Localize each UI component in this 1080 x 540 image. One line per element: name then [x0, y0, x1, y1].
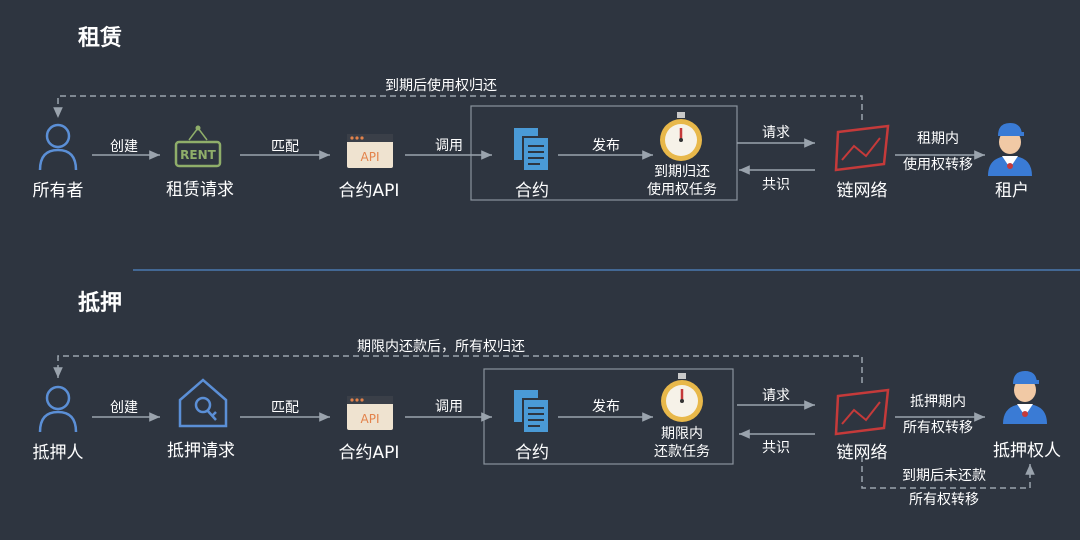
rent-loop-arrow	[53, 95, 863, 120]
svg-text:API: API	[361, 150, 380, 164]
rent-section-title: 租赁	[78, 26, 123, 51]
rent-contract-doc-icon	[514, 128, 548, 170]
rent-request-label: 租赁请求	[166, 180, 234, 200]
pledge-loop-arrow	[53, 355, 863, 383]
pledge-api-label: 合约API	[338, 443, 400, 463]
rent-publish-label: 发布	[592, 138, 620, 154]
rent-api-browser-icon: API	[347, 134, 393, 168]
pledge-call-label: 调用	[435, 399, 463, 415]
rent-tenant-avatar-icon	[988, 123, 1032, 176]
pledge-contract-label: 合约	[515, 443, 549, 463]
pledge-task-label: 期限内 还款任务	[654, 425, 710, 461]
pledge-default-label: 到期后未还款 所有权转移	[902, 467, 986, 509]
pledge-transfer-label: 抵押期内 所有权转移	[903, 393, 973, 437]
pledge-contract-doc-icon	[514, 390, 548, 432]
pledge-pledger-person-icon	[38, 385, 78, 433]
rent-contract-box	[470, 105, 738, 201]
rent-api-label: 合约API	[338, 181, 400, 201]
pledge-chain-label: 链网络	[836, 443, 888, 463]
pledge-default-loop-arrow	[861, 456, 1035, 489]
rent-stopwatch-icon	[660, 112, 702, 161]
pledge-match-label: 匹配	[271, 400, 299, 416]
rent-owner-person-icon	[38, 123, 78, 171]
pledge-stopwatch-icon	[661, 373, 703, 422]
rent-transfer-line1: 租期内	[917, 131, 959, 147]
pledge-task-line2: 还款任务	[654, 444, 710, 460]
rent-task-line1: 到期归还	[654, 164, 710, 180]
pledge-house-key-icon	[178, 378, 228, 428]
svg-text:API: API	[361, 412, 380, 426]
pledge-api-browser-icon: API	[347, 396, 393, 430]
pledge-default-line2: 所有权转移	[909, 492, 979, 508]
rent-tenant-label: 租户	[995, 181, 1029, 201]
pledge-transfer-line2: 所有权转移	[903, 420, 973, 436]
rent-task-line2: 使用权任务	[647, 182, 717, 198]
pledge-request-label: 抵押请求	[167, 441, 235, 461]
pledge-pledgee-avatar-icon	[1003, 371, 1047, 424]
rent-transfer-label: 租期内 使用权转移	[903, 130, 973, 174]
pledge-create-label: 创建	[110, 400, 138, 416]
pledge-loop-label: 期限内还款后，所有权归还	[357, 339, 525, 355]
rent-transfer-line2: 使用权转移	[903, 157, 973, 173]
rent-sign-icon: RENT	[174, 125, 222, 168]
rent-call-label: 调用	[435, 138, 463, 154]
pledge-consensus-label: 共识	[762, 440, 790, 456]
rent-chain-network-icon	[834, 124, 890, 172]
rent-match-label: 匹配	[271, 139, 299, 155]
pledge-request-edge-label: 请求	[762, 388, 790, 404]
rent-consensus-label: 共识	[762, 177, 790, 193]
pledge-chain-network-icon	[834, 388, 890, 436]
rent-create-label: 创建	[110, 139, 138, 155]
rent-owner-label: 所有者	[32, 181, 84, 201]
pledge-task-line1: 期限内	[661, 426, 703, 442]
rent-task-label: 到期归还 使用权任务	[647, 163, 717, 199]
pledge-pledgee-label: 抵押权人	[993, 441, 1061, 461]
pledge-pledger-label: 抵押人	[32, 443, 84, 463]
rent-request-edge-label: 请求	[762, 125, 790, 141]
rent-chain-label: 链网络	[836, 181, 888, 201]
pledge-transfer-line1: 抵押期内	[910, 394, 966, 410]
rent-contract-label: 合约	[515, 181, 549, 201]
pledge-default-line1: 到期后未还款	[902, 468, 986, 484]
rent-loop-label: 到期后使用权归还	[385, 78, 497, 94]
pledge-publish-label: 发布	[592, 399, 620, 415]
svg-text:RENT: RENT	[180, 148, 216, 162]
pledge-section-title: 抵押	[78, 291, 123, 316]
